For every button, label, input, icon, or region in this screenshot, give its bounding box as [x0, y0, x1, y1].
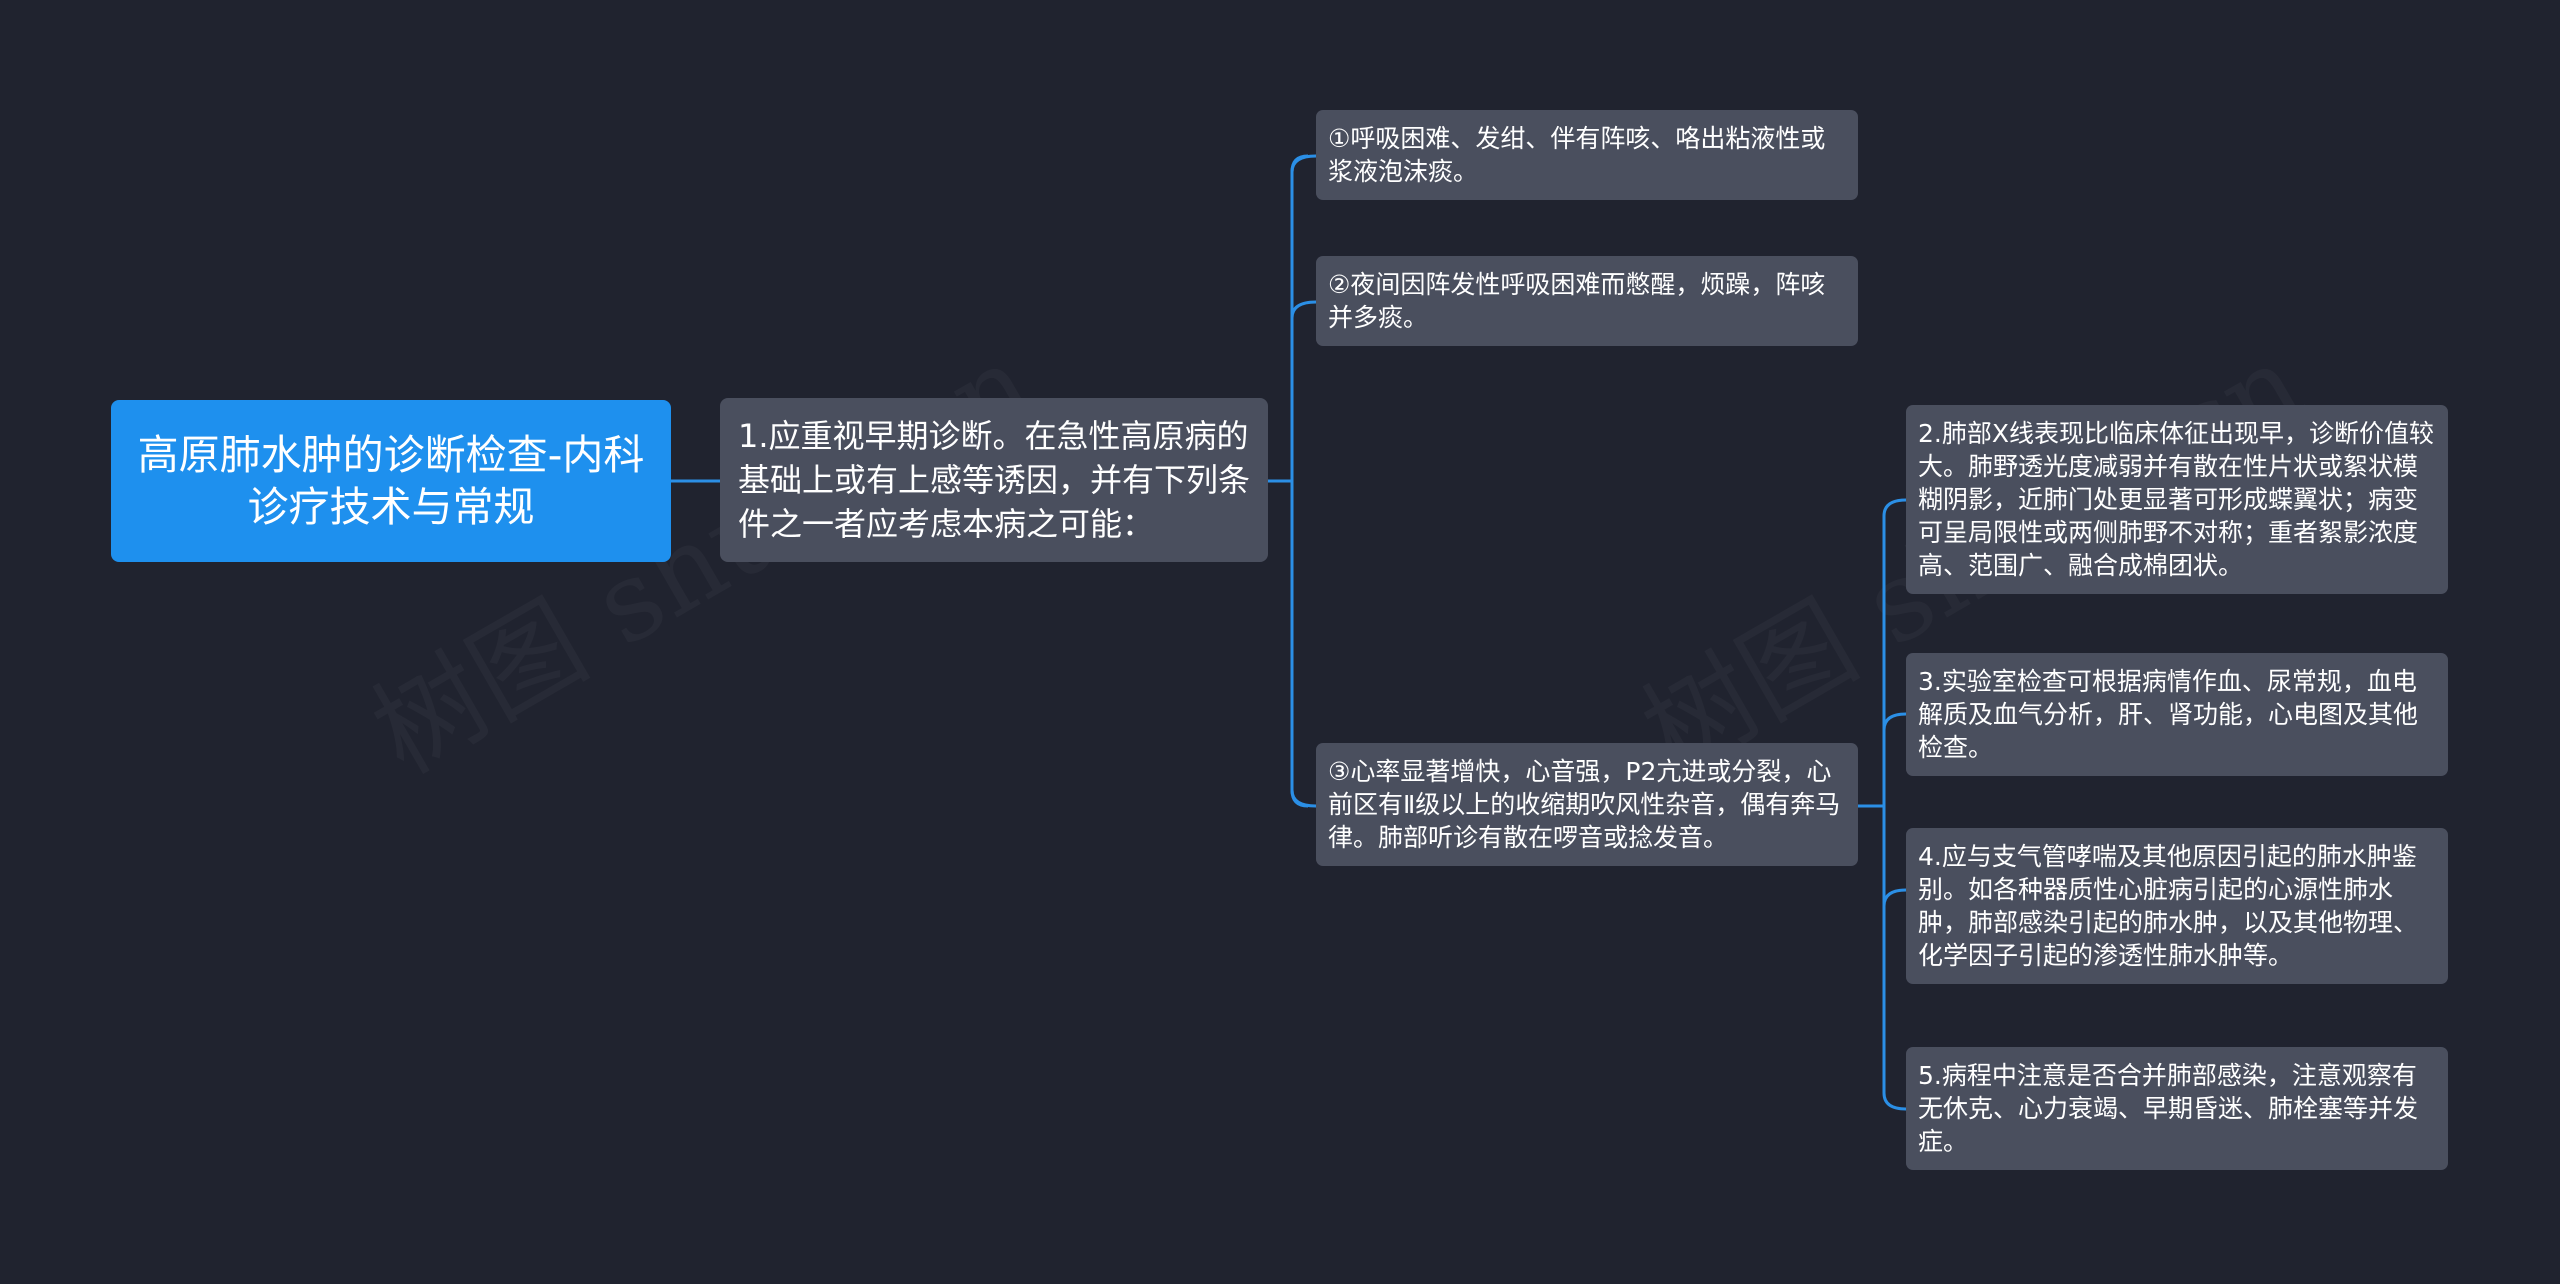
subtopic-2[interactable]: ②夜间因阵发性呼吸困难而憋醒，烦躁，阵咳并多痰。	[1316, 256, 1858, 346]
detail-topic-4[interactable]: 5.病程中注意是否合并肺部感染，注意观察有无休克、心力衰竭、早期昏迷、肺栓塞等并…	[1906, 1047, 2448, 1170]
connector-trunk-vertical	[1290, 154, 1309, 808]
connector-to-level3-2	[1882, 712, 1907, 731]
main-topic[interactable]: 1.应重视早期诊断。在急性高原病的基础上或有上感等诱因，并有下列条件之一者应考虑…	[720, 398, 1268, 562]
subtopic-label: ③心率显著增快，心音强，P2亢进或分裂，心前区有Ⅱ级以上的收缩期吹风性杂音，偶有…	[1328, 757, 1841, 852]
root-topic[interactable]: 高原肺水肿的诊断检查-内科诊疗技术与常规	[111, 400, 671, 562]
detail-topic-label: 2.肺部X线表现比临床体征出现早，诊断价值较大。肺野透光度减弱并有散在性片状或絮…	[1918, 419, 2434, 580]
detail-topic-label: 5.病程中注意是否合并肺部感染，注意观察有无休克、心力衰竭、早期昏迷、肺栓塞等并…	[1918, 1061, 2419, 1156]
subtopic-label: ②夜间因阵发性呼吸困难而憋醒，烦躁，阵咳并多痰。	[1328, 270, 1826, 332]
detail-topic-1[interactable]: 2.肺部X线表现比临床体征出现早，诊断价值较大。肺野透光度减弱并有散在性片状或絮…	[1906, 405, 2448, 594]
subtopic-label: ①呼吸困难、发绀、伴有阵咳、咯出粘液性或浆液泡沫痰。	[1328, 124, 1826, 186]
root-topic-label: 高原肺水肿的诊断检查-内科诊疗技术与常规	[137, 431, 645, 531]
connector-to-level2-2	[1290, 300, 1317, 319]
connector-to-level2-1	[1290, 154, 1317, 173]
connector-to-level3-3	[1882, 888, 1907, 907]
detail-topic-3[interactable]: 4.应与支气管哮喘及其他原因引起的肺水肿鉴别。如各种器质性心脏病引起的心源性肺水…	[1906, 828, 2448, 984]
detail-topic-label: 3.实验室检查可根据病情作血、尿常规，血电解质及血气分析，肝、肾功能，心电图及其…	[1918, 667, 2419, 762]
detail-topic-label: 4.应与支气管哮喘及其他原因引起的肺水肿鉴别。如各种器质性心脏病引起的心源性肺水…	[1918, 842, 2419, 970]
connector-to-level2-3	[1290, 789, 1317, 808]
subtopic-1[interactable]: ①呼吸困难、发绀、伴有阵咳、咯出粘液性或浆液泡沫痰。	[1316, 110, 1858, 200]
subtopic-3[interactable]: ③心率显著增快，心音强，P2亢进或分裂，心前区有Ⅱ级以上的收缩期吹风性杂音，偶有…	[1316, 743, 1858, 866]
connector-to-level3-4	[1882, 1092, 1907, 1111]
detail-topic-2[interactable]: 3.实验室检查可根据病情作血、尿常规，血电解质及血气分析，肝、肾功能，心电图及其…	[1906, 653, 2448, 776]
main-topic-label: 1.应重视早期诊断。在急性高原病的基础上或有上感等诱因，并有下列条件之一者应考虑…	[738, 417, 1251, 543]
connector-to-level3-1	[1882, 498, 1907, 517]
